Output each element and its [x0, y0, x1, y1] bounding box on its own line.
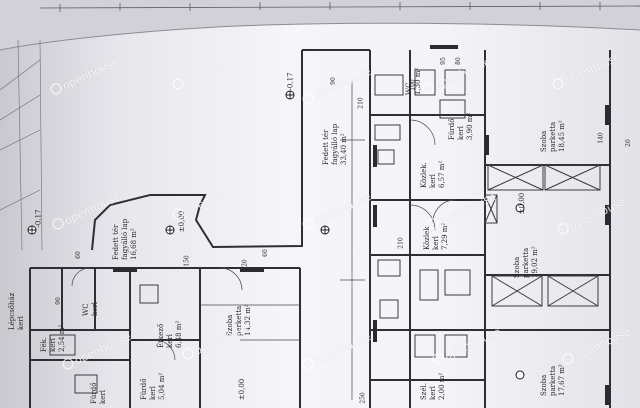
dimension-label: 250	[359, 392, 367, 404]
dimension-label: 90	[54, 297, 62, 305]
dimension-label: 100	[409, 79, 417, 91]
room-label-kozlekedo-1: Közlek. kerl 6,57 m²	[420, 160, 446, 188]
dimension-label: 80	[454, 57, 462, 65]
room-label-wc-left: WC kerl	[82, 302, 99, 316]
paper-edge	[0, 22, 640, 51]
windows	[49, 69, 601, 394]
room-label-fedett-ter-top: Fedett tér fagyálló lap 33,40 m²	[322, 123, 348, 165]
level-label: ±0,00	[238, 378, 247, 401]
paper-curl-shadow	[0, 0, 640, 50]
room-label-szoba-bottom-right: Szoba parketta 17,67 m²	[540, 364, 566, 396]
dimension-label: 120	[241, 259, 249, 271]
dimension-label: 95	[439, 57, 447, 65]
room-label-furdo-top: Fürdő kerl 3,90 m²	[448, 112, 474, 140]
room-label-furdo-bottom: Fürdő kerl	[90, 382, 107, 404]
room-label-szoba-mid-right: Szoba parketta 19,02 m²	[513, 246, 539, 278]
room-label-fedett-ter-left: Fedett tér fagyálló lap 16,68 m²	[112, 218, 138, 260]
walls	[29, 49, 611, 408]
door-swings	[71, 80, 456, 400]
marker-crosses	[28, 91, 329, 234]
dimension-label: 60	[261, 249, 269, 257]
level-label: -0,17	[34, 209, 43, 228]
dimension-label: 150	[183, 255, 191, 267]
level-label: ±0,00	[518, 192, 527, 215]
top-dimension-chain	[39, 2, 640, 12]
room-label-etkezo: Étkező kerl 6,48 m²	[157, 320, 183, 348]
room-label-lepcsohaz: Lépcsőház kerl	[8, 292, 25, 330]
dimension-label: 140	[597, 132, 605, 144]
room-label-szel: Szél. kerl 2,00 m²	[420, 372, 446, 400]
dimension-label: 20	[624, 139, 632, 147]
room-label-fek: Fék. kerl 2,54 m²	[40, 324, 66, 352]
dimension-label: 60	[74, 251, 82, 259]
dimension-label: 210	[397, 237, 405, 249]
room-label-furdo-left: Fürdő kerl 5,04 m²	[140, 372, 166, 400]
wall-piers	[113, 45, 610, 405]
left-grid-lines	[0, 39, 43, 251]
room-label-szoba-top-right: Szoba parketta 18,45 m²	[540, 120, 566, 152]
dimension-label: 210	[357, 97, 365, 109]
level-label: -0,17	[286, 72, 295, 91]
